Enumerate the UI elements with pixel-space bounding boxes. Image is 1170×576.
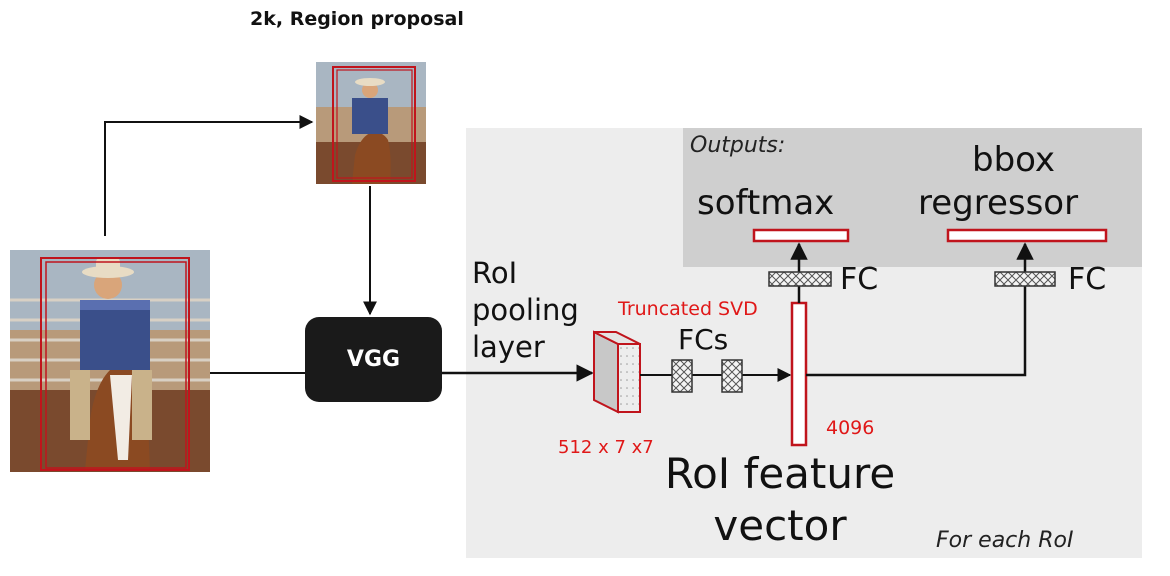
fcs-label: FCs [678,323,729,356]
truncated-svd-label: Truncated SVD [618,298,758,320]
for-each-roi-label: For each RoI [936,528,1074,553]
outputs-box [683,128,1142,267]
vgg-backbone-block: VGG [305,317,442,402]
fc-block-2-hatch [721,359,743,393]
softmax-output-bar [752,228,850,243]
roi-feature-vector-bar [790,301,808,447]
roi-feature-vector-label: RoI feature vector [560,448,1000,552]
softmax-label: softmax [697,183,835,223]
roi-pooling-label-line2: pooling [472,293,579,327]
fc-block-bbox-hatch [994,271,1056,287]
roi-feature-vector-label-line2: vector [713,501,847,550]
fc-block-softmax-hatch [768,271,832,287]
outputs-label: Outputs: [690,133,786,158]
roi-pooling-block [593,330,641,414]
proposal-photo-icon [316,62,426,184]
roi-pooling-label: RoI pooling layer [472,255,579,366]
bbox-label-line1: bbox [972,140,1056,180]
roi-feature-vector-label-line1: RoI feature [664,449,896,498]
fc-label-softmax: FC [840,262,879,297]
arrow-feature-to-bbox [806,242,1034,377]
feature-dim-label: 4096 [826,417,875,439]
bbox-label-line2: regressor [918,183,1079,223]
fc-label-bbox: FC [1068,262,1107,297]
bbox-output-bar [946,228,1108,243]
roi-pooling-label-line3: layer [472,330,545,364]
fc-block-1-hatch [671,359,693,393]
pool-dims-label: 512 x 7 x7 [558,437,654,458]
roi-pooling-label-line1: RoI [472,256,518,290]
arrow-input-to-proposal [104,115,314,236]
diagram-title: 2k, Region proposal [250,8,464,30]
vgg-label: VGG [346,347,401,372]
input-photo-icon [10,250,210,472]
